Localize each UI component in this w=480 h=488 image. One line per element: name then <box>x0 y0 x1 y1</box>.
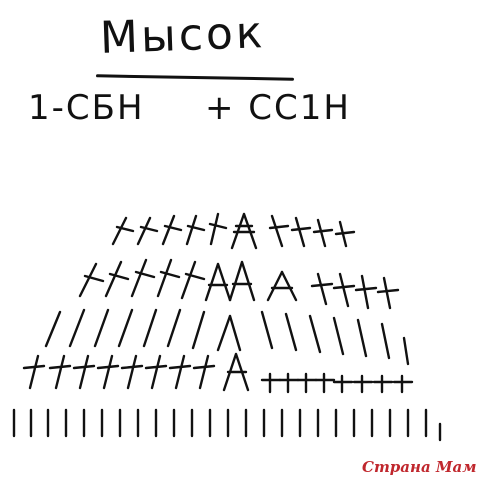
stitch <box>334 220 356 248</box>
stitch <box>185 214 206 246</box>
stitch <box>296 372 318 394</box>
stitch <box>93 308 110 348</box>
row-5 <box>111 212 356 250</box>
stitch <box>48 354 72 390</box>
stitch <box>402 336 410 366</box>
stitch-decrease <box>216 314 242 352</box>
stitch <box>144 354 168 390</box>
stitch <box>22 354 46 390</box>
stitch <box>354 274 378 310</box>
stitch <box>312 218 334 248</box>
stitch <box>180 260 206 300</box>
legend-double-crochet: + СС1Н <box>205 88 351 128</box>
stitch-decrease <box>204 262 232 302</box>
stitch <box>260 310 274 350</box>
stitch <box>96 354 120 390</box>
stitch <box>290 216 312 248</box>
stitch <box>78 262 105 298</box>
stitch <box>208 212 228 246</box>
stitch <box>332 272 356 308</box>
stitch <box>166 308 182 348</box>
stitch <box>332 374 354 394</box>
stitch-decrease <box>228 260 256 302</box>
stitch-decrease <box>222 352 250 392</box>
stitch <box>130 258 156 298</box>
stitch <box>161 214 183 246</box>
stitch <box>310 272 334 306</box>
stitch <box>356 318 368 358</box>
stitch <box>142 308 158 348</box>
stitch <box>136 216 159 246</box>
stitch-decrease <box>230 212 258 250</box>
stitch <box>68 308 86 348</box>
watermark-logo: Страна Мам <box>362 458 477 476</box>
stitch <box>284 312 298 352</box>
stitch <box>117 308 134 348</box>
row-2 <box>22 352 414 394</box>
stitch-decrease <box>266 270 298 302</box>
legend-single-crochet: 1-СБН <box>28 88 145 128</box>
stitch <box>278 372 300 394</box>
stitch <box>376 276 400 310</box>
stitch <box>72 354 96 390</box>
stitch <box>308 314 322 354</box>
stitch <box>111 216 135 246</box>
stitch <box>260 372 282 394</box>
stitch <box>120 354 144 390</box>
row-1 <box>12 408 442 442</box>
stitch <box>380 322 391 360</box>
stitch <box>352 374 374 394</box>
stitch <box>44 310 62 348</box>
stitch <box>104 260 130 298</box>
stitch <box>392 374 414 394</box>
stitch <box>332 316 345 356</box>
stitch <box>156 258 181 298</box>
stitch <box>191 310 206 350</box>
stitch <box>314 372 336 394</box>
stitch <box>372 374 394 394</box>
stitch <box>268 214 290 248</box>
stitch <box>192 354 216 390</box>
row-3 <box>44 308 410 366</box>
row-4 <box>78 258 400 310</box>
stitch <box>168 354 192 390</box>
